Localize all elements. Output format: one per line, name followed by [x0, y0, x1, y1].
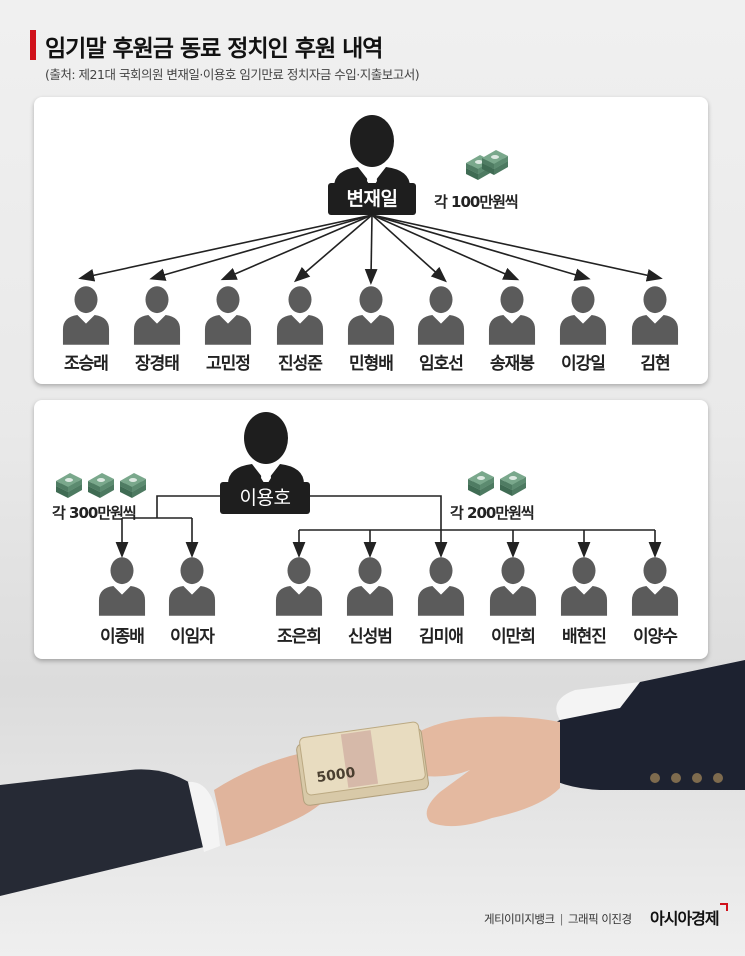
recipient-person-icon	[275, 557, 323, 616]
image-credit: 게티이미지뱅크 |그래픽 이진경	[484, 911, 632, 927]
recipient-name: 이만희	[491, 627, 536, 647]
graphic-designer: 그래픽 이진경	[567, 912, 632, 926]
arrow-to-jin-seongjun	[293, 214, 373, 283]
publisher-logo: 아시아경제	[650, 909, 720, 928]
money-stack-icon	[56, 473, 82, 498]
right-shirt-cuff	[556, 682, 640, 720]
recipient-person-icon	[631, 557, 679, 616]
recipient-person-icon	[560, 557, 608, 616]
recipient-person-icon	[347, 286, 395, 345]
money-stack-icon	[120, 473, 146, 498]
recipient-name: 고민정	[206, 354, 251, 374]
arrow-to-jo-seungrae	[78, 214, 373, 282]
recipient-name: 김현	[640, 354, 670, 374]
sleeve-button	[650, 773, 660, 783]
recipient-name: 이양수	[633, 627, 678, 647]
recipient-person-icon	[204, 286, 252, 345]
handing-money-photo: 5000	[0, 660, 745, 896]
arrow-to-im-hoseon	[371, 214, 447, 283]
amount-label-right: 각 200만원씩	[450, 504, 535, 522]
logo-mark-icon	[720, 903, 728, 911]
arrow-to-go-minjeong	[220, 214, 373, 281]
page-subtitle: (출처: 제21대 국회의원 변재일·이용호 임기만료 정치자금 수입·지출보고…	[45, 67, 420, 82]
recipient-person-icon	[168, 557, 216, 616]
recipient-name: 조은희	[277, 627, 322, 647]
recipient-person-icon	[631, 286, 679, 345]
recipient-name: 송재봉	[490, 354, 535, 374]
recipient-person-icon	[98, 557, 146, 616]
sleeve-button	[692, 773, 702, 783]
title-accent-bar	[30, 30, 36, 60]
arrow-to-kim-hyeon	[371, 214, 663, 282]
recipient-person-icon	[417, 557, 465, 616]
recipient-name: 이종배	[100, 627, 145, 647]
recipient-person-icon	[559, 286, 607, 345]
recipient-person-icon	[489, 557, 537, 616]
banknote-bundle: 5000	[296, 721, 429, 806]
money-stack-icon	[468, 471, 494, 496]
connector-right	[310, 495, 442, 530]
amount-label-left: 각 300만원씩	[52, 504, 137, 522]
arrow-to-lee-gangil	[371, 214, 591, 281]
recipient-name: 조승래	[64, 354, 109, 374]
donor-byeon-label: 변재일	[328, 183, 416, 215]
recipient-name: 이임자	[170, 627, 215, 647]
donor-lee-label: 이용호	[220, 482, 310, 514]
recipient-person-icon	[417, 286, 465, 345]
recipient-person-icon	[346, 557, 394, 616]
recipient-name: 이강일	[561, 354, 606, 374]
recipient-name: 임호선	[419, 354, 464, 374]
recipient-name: 장경태	[135, 354, 180, 374]
arrow-to-min-hyeongbae	[364, 214, 378, 285]
money-stack-icon	[500, 471, 526, 496]
donor-panel-lee: 이용호 각 300만원씩 각 200만원씩 이종배 이임자 조은희 신성범 김미…	[34, 400, 708, 659]
panel2-diagram	[56, 412, 679, 616]
amount-label: 각 100만원씩	[434, 193, 519, 211]
left-shirt-cuff	[188, 781, 220, 852]
page-title: 임기말 후원금 동료 정치인 후원 내역	[45, 36, 383, 62]
recipient-name: 배현진	[562, 627, 607, 647]
photo-source: 게티이미지뱅크	[484, 912, 555, 926]
connector-left	[156, 495, 220, 518]
recipient-name: 민형배	[349, 354, 394, 374]
donor-panel-byeon: 변재일 각 100만원씩 조승래 장경태 고민정 진성준 민형배 임호선 송재봉…	[34, 97, 708, 384]
right-suit-sleeve	[520, 660, 745, 790]
arrow-to-jang-gyeongtae	[149, 214, 373, 281]
sleeve-button	[713, 773, 723, 783]
recipient-name: 진성준	[278, 354, 323, 374]
recipient-person-icon	[276, 286, 324, 345]
banknote-denomination: 5000	[316, 765, 357, 786]
credit-separator: |	[559, 912, 564, 926]
recipient-name: 김미애	[419, 627, 464, 647]
left-suit-sleeve	[0, 769, 208, 896]
recipient-person-icon	[62, 286, 110, 345]
right-hand	[396, 716, 560, 827]
sleeve-button	[671, 773, 681, 783]
arrow-to-song-jaebong	[371, 214, 520, 281]
recipient-person-icon	[133, 286, 181, 345]
money-stack-icon	[88, 473, 114, 498]
recipient-name: 신성범	[348, 627, 393, 647]
recipient-person-icon	[488, 286, 536, 345]
panel1-diagram	[62, 115, 679, 345]
